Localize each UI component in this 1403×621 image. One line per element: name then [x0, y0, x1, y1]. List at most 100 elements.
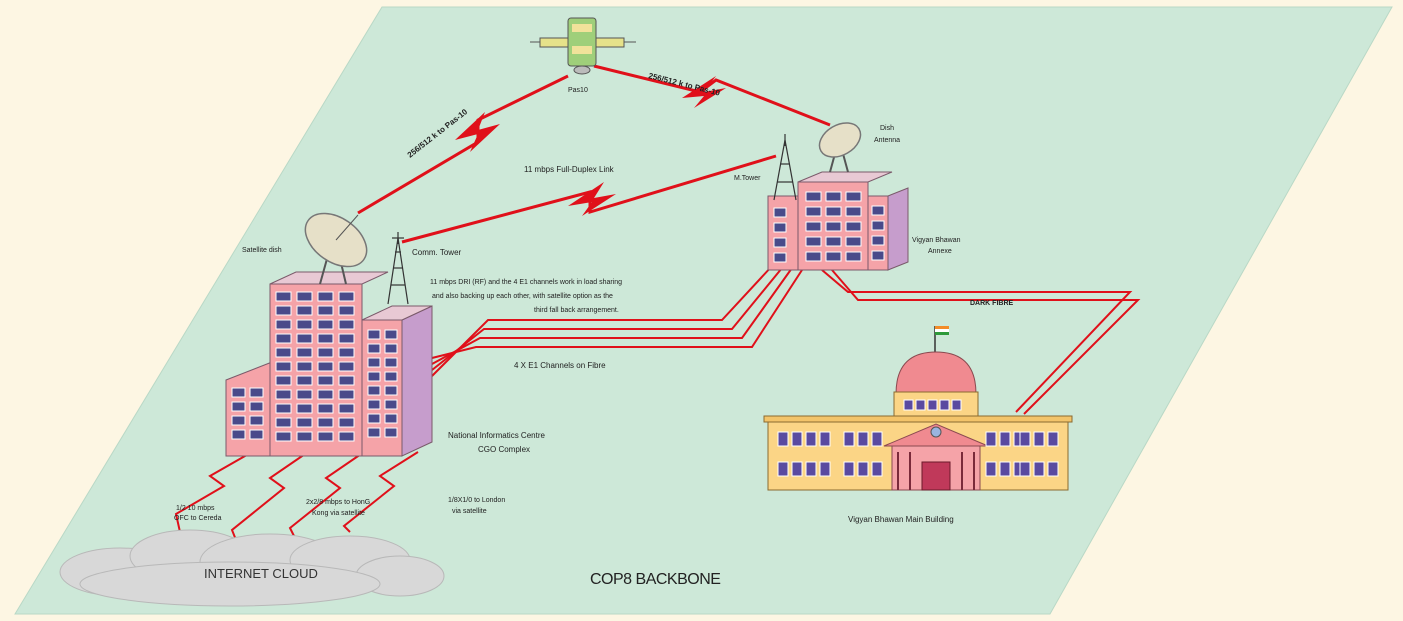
annexe-label-1: Vigyan Bhawan: [912, 237, 961, 244]
window: [805, 251, 822, 262]
window: [927, 399, 938, 411]
window: [317, 291, 334, 302]
window: [367, 427, 381, 438]
window: [275, 431, 292, 442]
window: [845, 236, 862, 247]
window: [338, 347, 355, 358]
window: [367, 399, 381, 410]
window: [275, 389, 292, 400]
window: [367, 343, 381, 354]
link-ofc-label-2: OFC to Cereda: [174, 515, 222, 522]
window: [296, 375, 313, 386]
window: [773, 237, 787, 248]
window: [791, 461, 803, 477]
window: [367, 357, 381, 368]
window: [231, 429, 246, 440]
window: [231, 415, 246, 426]
window: [871, 431, 883, 447]
satellite-label: Pas10: [568, 87, 588, 94]
window: [939, 399, 950, 411]
window: [845, 191, 862, 202]
window: [805, 221, 822, 232]
backup-note-line-2: and also backing up each other, with sat…: [432, 293, 613, 300]
window: [845, 206, 862, 217]
link-ofc-label-1: 1/2 10 mbps: [176, 505, 215, 512]
window: [296, 291, 313, 302]
window: [384, 329, 398, 340]
window: [338, 305, 355, 316]
link-london-label-1: 1/8X1/0 to London: [448, 497, 505, 504]
window: [825, 251, 842, 262]
annexe-label-2: Annexe: [928, 248, 952, 255]
window: [384, 385, 398, 396]
nic-label-1: National Informatics Centre: [448, 431, 545, 440]
window: [275, 333, 292, 344]
window: [317, 305, 334, 316]
window: [805, 461, 817, 477]
window: [1047, 431, 1059, 447]
window: [871, 205, 885, 216]
window: [296, 305, 313, 316]
window: [275, 305, 292, 316]
window: [871, 250, 885, 261]
window: [275, 319, 292, 330]
e1-fibre-channels: [431, 265, 803, 377]
window: [338, 333, 355, 344]
window: [1033, 431, 1045, 447]
window: [317, 361, 334, 372]
window: [317, 375, 334, 386]
window: [317, 319, 334, 330]
window: [249, 429, 264, 440]
window: [338, 417, 355, 428]
internet-links: [174, 451, 419, 541]
window: [819, 461, 831, 477]
window: [819, 431, 831, 447]
window: [825, 236, 842, 247]
window: [317, 347, 334, 358]
window: [317, 333, 334, 344]
window: [367, 385, 381, 396]
window: [384, 357, 398, 368]
dark-fibre-links: [821, 269, 1141, 415]
dish-antenna-right-icon: [818, 122, 862, 173]
annexe-windows: [773, 191, 885, 263]
link-hongkong-label-2: Kong via satellite: [312, 510, 365, 517]
window: [317, 431, 334, 442]
window: [857, 431, 869, 447]
window: [275, 291, 292, 302]
internet-cloud-label: INTERNET CLOUD: [204, 566, 318, 581]
internet-cloud-icon: [59, 529, 445, 607]
window: [805, 191, 822, 202]
window: [275, 375, 292, 386]
window: [275, 403, 292, 414]
satellite-icon: [530, 17, 636, 75]
window: [1019, 461, 1031, 477]
window: [871, 235, 885, 246]
window: [773, 252, 787, 263]
window: [903, 399, 914, 411]
window: [384, 371, 398, 382]
window: [367, 413, 381, 424]
window: [999, 461, 1011, 477]
window: [367, 329, 381, 340]
satellite-dish-left-icon: [304, 212, 368, 285]
window: [857, 461, 869, 477]
window: [915, 399, 926, 411]
window: [275, 417, 292, 428]
window: [1019, 431, 1031, 447]
window: [338, 389, 355, 400]
window: [296, 361, 313, 372]
window: [999, 431, 1011, 447]
dish-antenna-label-2: Antenna: [874, 137, 900, 144]
window: [367, 371, 381, 382]
window: [296, 417, 313, 428]
window: [845, 221, 862, 232]
dish-antenna-label-1: Dish: [880, 125, 894, 132]
window: [249, 415, 264, 426]
m-tower-icon: [773, 134, 797, 201]
link-hongkong-label-1: 2x2/8 mbps to HonG: [306, 499, 370, 506]
main-building-icon: [763, 326, 1073, 491]
window: [825, 221, 842, 232]
window: [871, 220, 885, 231]
